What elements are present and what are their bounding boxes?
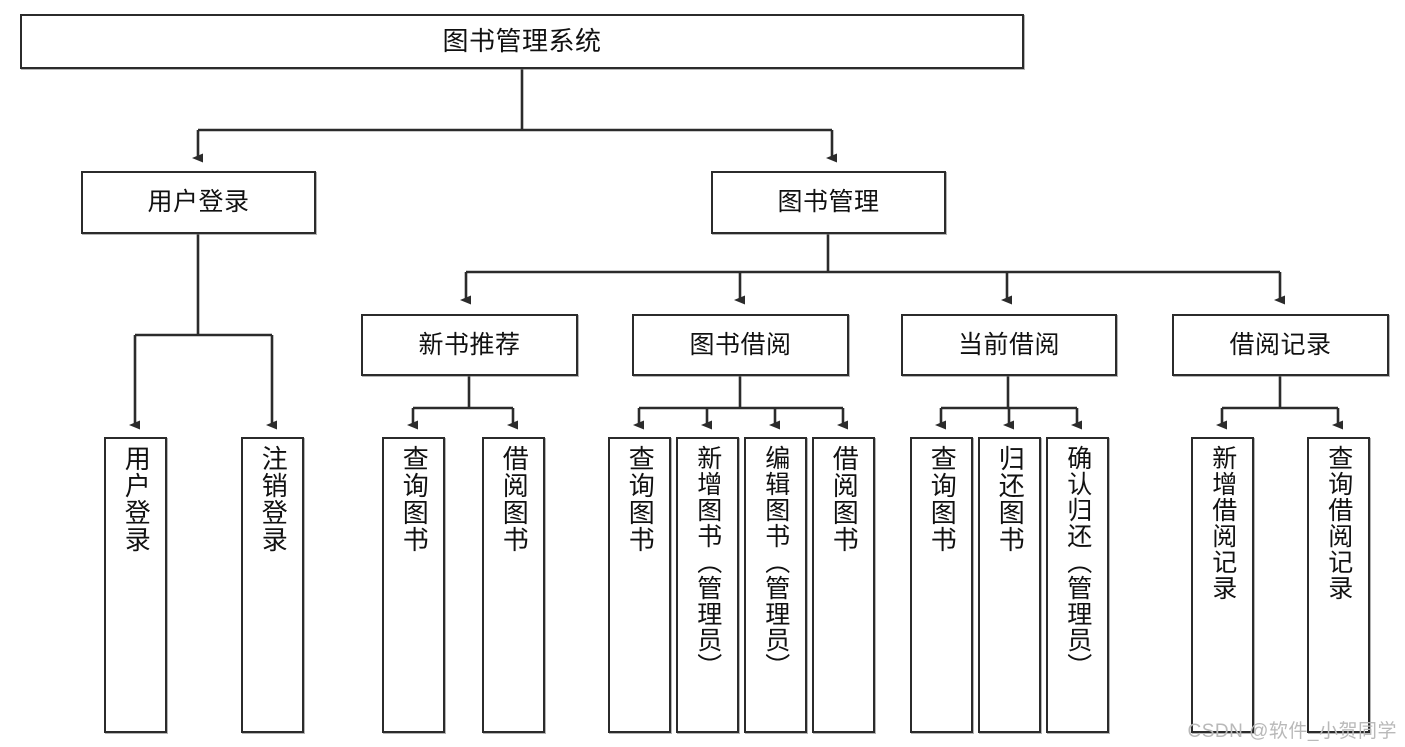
node-label: 图书管理 bbox=[777, 188, 880, 217]
leaf-user-login-logout[interactable]: 注销登录 bbox=[241, 437, 304, 733]
node-label: 新书推荐 bbox=[418, 330, 521, 359]
node-label: 借阅记录 bbox=[1229, 330, 1332, 359]
leaf-records-query-record[interactable]: 查询借阅记录 bbox=[1307, 437, 1370, 733]
node-label: 查询图书 bbox=[625, 445, 656, 553]
node-label: 查询借阅记录 bbox=[1324, 445, 1353, 601]
node-label: 图书借阅 bbox=[689, 330, 792, 359]
node-book-borrow[interactable]: 图书借阅 bbox=[632, 314, 849, 376]
node-label: 编辑图书（管理员） bbox=[761, 445, 790, 679]
leaf-borrow-borrow-book[interactable]: 借阅图书 bbox=[812, 437, 875, 733]
node-book-management[interactable]: 图书管理 bbox=[711, 171, 946, 234]
node-label: 用户登录 bbox=[147, 188, 250, 217]
node-label: 查询图书 bbox=[399, 445, 430, 553]
leaf-borrow-query-book[interactable]: 查询图书 bbox=[608, 437, 671, 733]
leaf-user-login-login[interactable]: 用户登录 bbox=[104, 437, 167, 733]
node-label: 归还图书 bbox=[995, 445, 1026, 553]
node-label: 借阅图书 bbox=[499, 445, 530, 553]
leaf-new-book-borrow[interactable]: 借阅图书 bbox=[482, 437, 545, 733]
leaf-borrow-edit-book-admin[interactable]: 编辑图书（管理员） bbox=[744, 437, 807, 733]
node-root-system[interactable]: 图书管理系统 bbox=[20, 14, 1024, 69]
leaf-current-return-book[interactable]: 归还图书 bbox=[978, 437, 1041, 733]
node-label: 用户登录 bbox=[121, 445, 152, 553]
node-current-borrow[interactable]: 当前借阅 bbox=[901, 314, 1117, 376]
node-label: 借阅图书 bbox=[829, 445, 860, 553]
leaf-new-book-query[interactable]: 查询图书 bbox=[382, 437, 445, 733]
node-label: 新增图书（管理员） bbox=[693, 445, 722, 679]
leaf-records-add-record[interactable]: 新增借阅记录 bbox=[1191, 437, 1254, 733]
watermark: CSDN @软件_小贺同学 bbox=[1187, 721, 1397, 742]
node-borrow-records[interactable]: 借阅记录 bbox=[1172, 314, 1389, 376]
node-label: 当前借阅 bbox=[957, 330, 1060, 359]
node-label: 查询图书 bbox=[927, 445, 958, 553]
node-new-book-recommend[interactable]: 新书推荐 bbox=[361, 314, 578, 376]
node-user-login[interactable]: 用户登录 bbox=[81, 171, 316, 234]
node-label: 图书管理系统 bbox=[442, 25, 602, 56]
node-label: 新增借阅记录 bbox=[1208, 445, 1237, 601]
leaf-borrow-add-book-admin[interactable]: 新增图书（管理员） bbox=[676, 437, 739, 733]
leaf-current-query-book[interactable]: 查询图书 bbox=[910, 437, 973, 733]
leaf-current-confirm-return-admin[interactable]: 确认归还（管理员） bbox=[1046, 437, 1109, 733]
node-label: 注销登录 bbox=[258, 445, 289, 553]
node-label: 确认归还（管理员） bbox=[1063, 445, 1092, 679]
